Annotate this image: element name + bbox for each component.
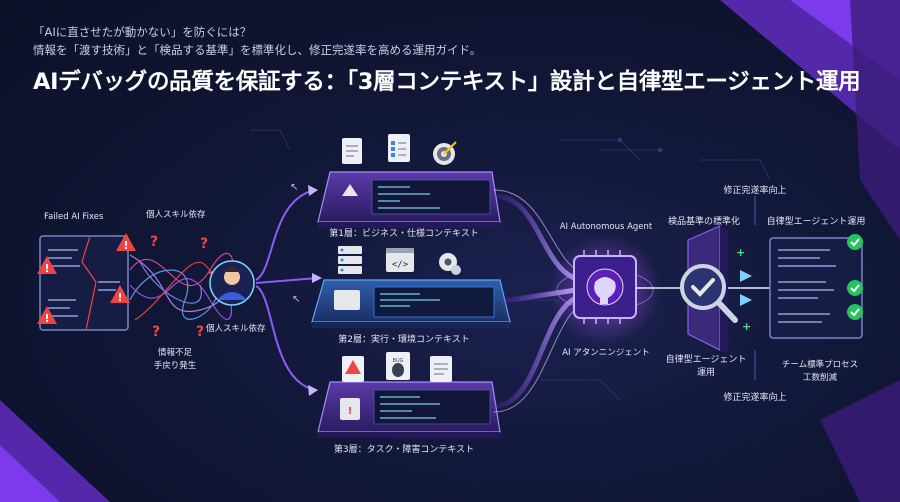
document-icon (342, 138, 362, 164)
right-header-label: 自律型エージェント運用 (766, 217, 866, 227)
warning-icon-2: ! (116, 233, 136, 252)
warning-icon-4: ! (110, 285, 130, 304)
inspection-top-label: 検品基準の標準化 (667, 217, 741, 227)
check-icon-2 (847, 280, 863, 296)
branch-arrows (255, 189, 319, 391)
person-avatar-icon (209, 260, 255, 306)
layer3-label: 第3層：タスク・障害コンテキスト (333, 445, 475, 455)
plus-icons: ++ (736, 246, 751, 333)
target-icon (433, 141, 457, 165)
code-window-icon: </> (386, 248, 414, 272)
svg-text:↖: ↖ (292, 294, 300, 305)
right-bottom-line-2: 工数削減 (802, 373, 838, 383)
issues-line-1: 情報不足 (157, 348, 193, 358)
subtitle-line-1: 「AIに直させたが動かない」を防ぐには？ (33, 25, 252, 39)
svg-text:?: ? (152, 324, 160, 340)
svg-text:?: ? (200, 236, 208, 252)
right-bottom-line-1: チーム標準プロセス (781, 360, 859, 370)
chaos-label: 個人スキル依存 (146, 210, 206, 220)
svg-text:?: ? (196, 324, 204, 340)
svg-text:</>: </> (392, 260, 409, 270)
completion-rate-top-label: 修正完遂率向上 (723, 186, 787, 196)
svg-text:!: ! (348, 406, 353, 417)
svg-text:!: ! (44, 262, 49, 275)
cursor-icons: ↖↖ (290, 182, 300, 305)
checklist-icon (388, 134, 410, 162)
svg-text:!: ! (44, 312, 49, 325)
svg-text:!: ! (123, 239, 128, 252)
database-icon (338, 246, 362, 274)
branch-arrowheads (308, 185, 322, 396)
person-label: 個人スキル依存 (206, 324, 266, 334)
gear-icon (439, 253, 461, 275)
warning-icon-3: ! (37, 306, 57, 325)
issues-line-2: 手戻り発生 (153, 361, 197, 371)
layer3-plate: ! BUG (317, 352, 501, 438)
warning-icon (342, 356, 364, 382)
log-icon (430, 356, 452, 382)
svg-text:+: + (742, 320, 751, 333)
svg-text:!: ! (117, 291, 122, 304)
magnifier-check-icon (680, 264, 738, 323)
layer2-label: 第2層：実行・環境コンテキスト (338, 335, 470, 345)
page-title: AIデバッグの品質を保証する：「3層コンテキスト」設計と自律型エージェント運用 (33, 69, 861, 95)
failed-monitor (39, 235, 129, 331)
agent-top-label: AI Autonomous Agent (559, 222, 653, 232)
subtitle-line-2: 情報を「渡す技術」と「検品する基準」を標準化し、修正完遂率を高める運用ガイド。 (33, 43, 482, 57)
failed-fixes-label: Failed AI Fixes (44, 212, 104, 222)
verified-monitor (769, 237, 863, 339)
ai-agent-chip-icon (549, 234, 661, 346)
check-icon-3 (847, 304, 863, 320)
inspection-bottom-line-1: 自律型エージェント (665, 355, 747, 365)
check-icon-1 (847, 234, 863, 250)
svg-text:BUG: BUG (393, 358, 404, 364)
inspection-bottom-line-2: 運用 (696, 368, 716, 378)
layer1-label: 第1層：ビジネス・仕様コンテキスト (329, 229, 479, 239)
layer2-plate: </> (311, 246, 511, 328)
layer1-plate (317, 134, 501, 228)
svg-text:?: ? (150, 234, 158, 250)
circuit-background (250, 129, 771, 401)
svg-text:↖: ↖ (290, 182, 298, 193)
beam-arrowheads (740, 270, 752, 306)
bug-icon: BUG (386, 352, 410, 380)
warning-icon-1: ! (37, 256, 57, 275)
svg-text:+: + (736, 246, 745, 259)
agent-bottom-label: AI アタンニンジェント (562, 348, 650, 358)
completion-rate-bottom-label: 修正完遂率向上 (723, 393, 787, 403)
